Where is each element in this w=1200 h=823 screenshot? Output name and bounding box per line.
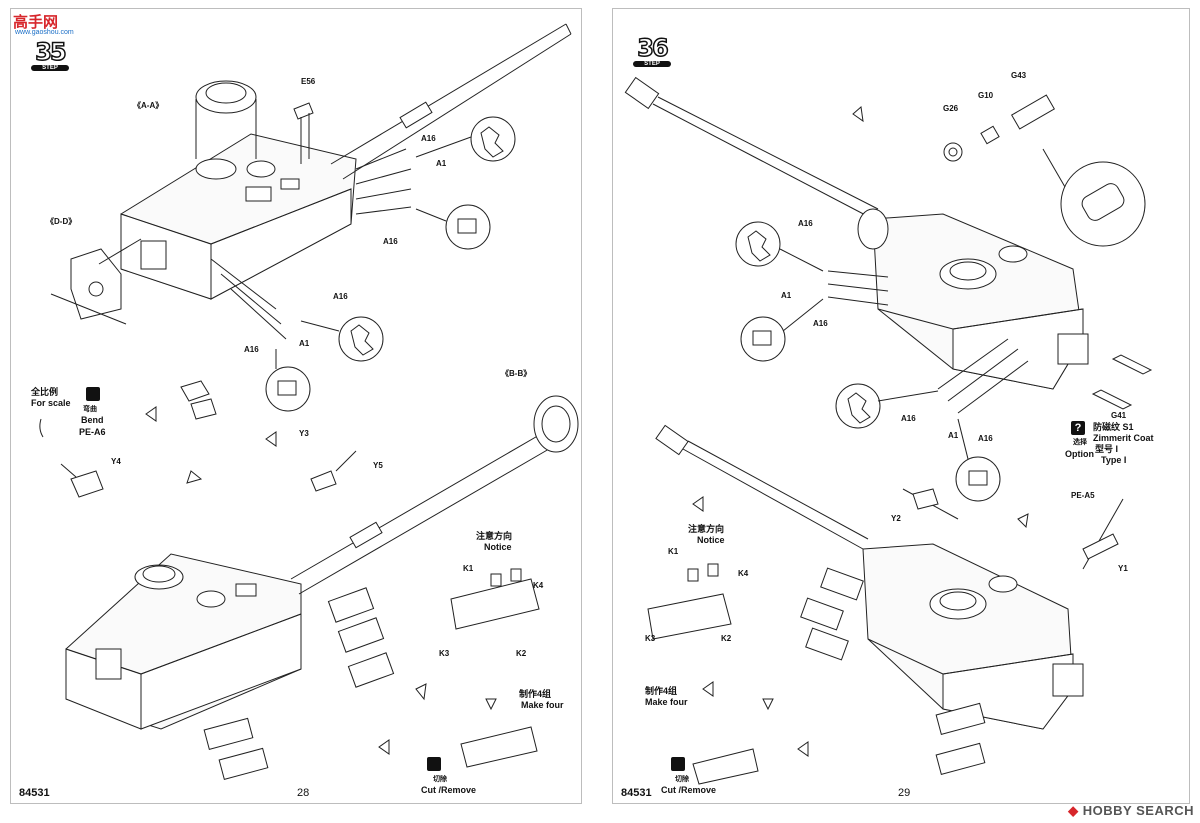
part-label-k3: K3 (645, 634, 656, 643)
step-35-drawing (39, 23, 579, 780)
part-label-k1: K1 (463, 564, 474, 573)
bend-cn-label: 弯曲 (83, 406, 97, 413)
page-left-step-35: 高手网 www.gaoshou.com 35 STEP 《A-A》 E56 A1… (10, 8, 582, 804)
part-label-y1: Y1 (1118, 564, 1128, 573)
zimmerit-cn-label: 防磁纹 S1 (1093, 422, 1134, 432)
page-right-step-36: 36 STEP G43 G10 G26 A16 A1 A16 A16 A1 A1… (612, 8, 1190, 804)
cut-cn-label: 切除 (675, 776, 689, 783)
page-number: 29 (898, 787, 911, 799)
make-en-label: Make four (645, 697, 688, 707)
option-cn-label: 选择 (1073, 439, 1087, 446)
type-en-label: Type I (1101, 455, 1127, 465)
part-label-g41: G41 (1111, 411, 1127, 420)
cut-icon (671, 757, 685, 771)
watermark-hobby-search: ◆ HOBBY SEARCH (1068, 803, 1194, 819)
part-label-a16: A16 (244, 345, 259, 354)
part-label-pe-a5: PE-A5 (1071, 491, 1095, 500)
step-number: 36 (637, 33, 670, 63)
product-code: 84531 (19, 787, 50, 799)
cut-en-label: Cut /Remove (421, 785, 477, 795)
part-label-a1: A1 (781, 291, 792, 300)
step-35-badge: 35 STEP (29, 35, 71, 77)
part-label-a16: A16 (798, 219, 813, 228)
make-cn-label: 制作4组 (645, 686, 678, 696)
part-label-k2: K2 (721, 634, 732, 643)
cut-cn-label: 切除 (433, 776, 447, 783)
part-label-a16: A16 (901, 414, 916, 423)
watermark-cn-text: 高手网 (13, 13, 59, 31)
page-number: 28 (297, 787, 310, 799)
option-en-label: Option (1065, 449, 1094, 459)
part-label-g10: G10 (978, 91, 994, 100)
step-36-drawing (624, 76, 1153, 785)
option-icon: ? (1071, 421, 1085, 435)
part-label-a16: A16 (333, 292, 348, 301)
part-label-a1: A1 (299, 339, 310, 348)
part-label-k1: K1 (668, 547, 679, 556)
scale-en-label: For scale (31, 398, 71, 408)
bend-en-label: Bend (81, 415, 104, 425)
step-36-badge: 36 STEP (631, 31, 673, 73)
watermark-brand-text: HOBBY SEARCH (1082, 803, 1194, 818)
notice-cn-label: 注意方向 (688, 524, 725, 534)
part-label-g43: G43 (1011, 71, 1027, 80)
zimmerit-en-label: Zimmerit Coat (1093, 433, 1154, 443)
step-word: STEP (633, 61, 671, 67)
part-label-k4: K4 (738, 569, 749, 578)
make-cn-label: 制作4组 (519, 689, 552, 699)
hobby-search-logo-icon: ◆ (1068, 803, 1079, 818)
make-en-label: Make four (521, 700, 564, 710)
part-label-k3: K3 (439, 649, 450, 658)
bend-part-label: PE-A6 (79, 427, 106, 437)
notice-en-label: Notice (697, 535, 725, 545)
cut-en-label: Cut /Remove (661, 785, 717, 795)
part-label-a1: A1 (948, 431, 959, 440)
part-label-a16: A16 (978, 434, 993, 443)
part-label-y4: Y4 (111, 457, 121, 466)
scale-cn-label: 全比例 (31, 387, 59, 397)
section-label-bb: 《B-B》 (501, 369, 532, 378)
bend-icon (86, 387, 100, 401)
watermark-url-text: www.gaoshou.com (15, 29, 74, 36)
part-label-a1: A1 (436, 159, 447, 168)
section-label-aa: 《A-A》 (133, 101, 164, 110)
part-label-k4: K4 (533, 581, 544, 590)
notice-cn-label: 注意方向 (476, 531, 513, 541)
section-label-dd: 《D-D》 (46, 217, 77, 226)
part-label-g26: G26 (943, 104, 959, 113)
type-cn-label: 型号 I (1095, 444, 1119, 454)
part-label-k2: K2 (516, 649, 527, 658)
part-label-e56: E56 (301, 77, 316, 86)
part-label-y2: Y2 (891, 514, 901, 523)
part-label-a16: A16 (383, 237, 398, 246)
part-label-a16: A16 (813, 319, 828, 328)
page-gutter (582, 0, 612, 823)
product-code: 84531 (621, 787, 652, 799)
part-label-a16: A16 (421, 134, 436, 143)
step-number: 35 (35, 37, 68, 67)
watermark-logo: 高手网 www.gaoshou.com (13, 11, 85, 39)
part-label-y5: Y5 (373, 461, 383, 470)
part-label-y3: Y3 (299, 429, 309, 438)
cut-icon (427, 757, 441, 771)
notice-en-label: Notice (484, 542, 512, 552)
step-word: STEP (31, 65, 69, 71)
